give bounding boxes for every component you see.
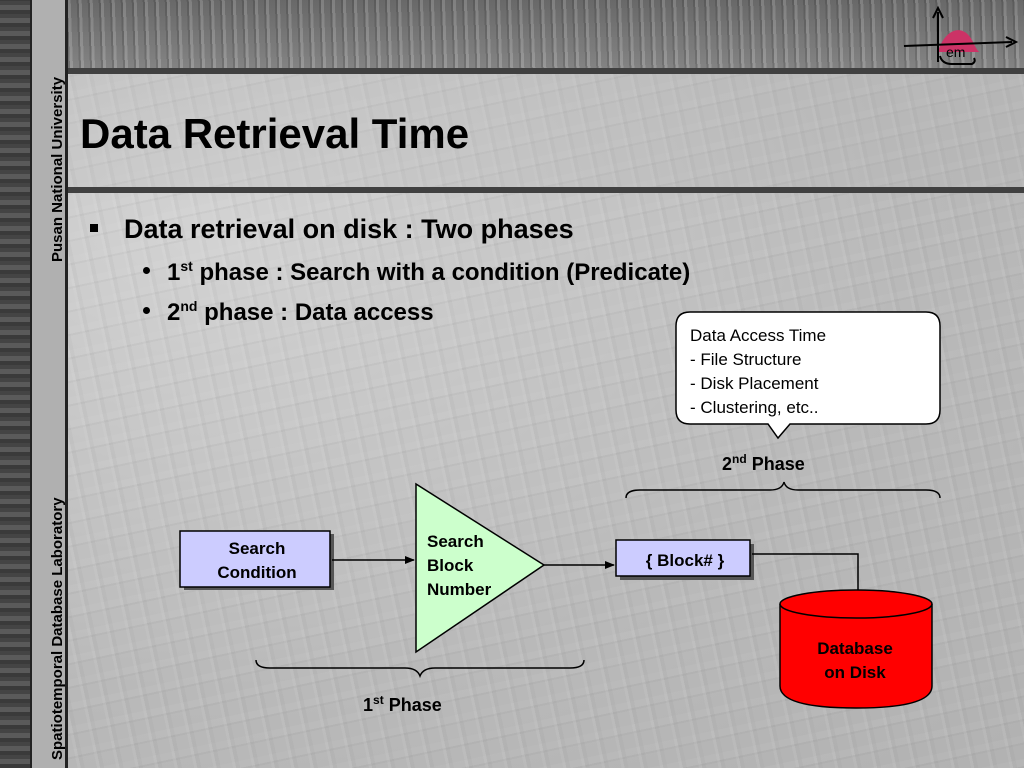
phase1-label: 1st Phase (363, 693, 442, 716)
page-title: Data Retrieval Time (80, 110, 470, 157)
logo-text: em (946, 44, 966, 60)
phase1-ordinal: 1 (363, 695, 374, 715)
logo-underline (939, 55, 976, 65)
arrow-block-to-database (752, 553, 862, 605)
phase2-text: Phase (746, 454, 805, 474)
title-band (68, 74, 1024, 187)
phase2-brace (625, 481, 941, 499)
search-block-line2: Block (427, 556, 474, 575)
dot-bullet-icon (143, 267, 150, 275)
callout-line: - File Structure (690, 350, 802, 369)
logo-arrow-up (932, 5, 944, 19)
bullet-main-text: Data retrieval on disk : Two phases (124, 214, 574, 244)
bullet-phase2-suffix: nd (180, 298, 198, 314)
database-top (779, 589, 933, 619)
search-block-line1: Search (427, 532, 484, 551)
phase1-text: Phase (383, 695, 442, 715)
logo-arrow-right (1005, 36, 1019, 48)
dot-bullet-icon (143, 307, 150, 315)
phase1-brace (255, 659, 585, 679)
callout-bubble (675, 311, 941, 440)
block-box (615, 539, 751, 577)
bullet-phase2-ordinal: 2 (167, 299, 181, 326)
bullet-phase2: 2nd phase : Data access (143, 298, 434, 327)
logo-icon (903, 5, 1019, 65)
square-bullet-icon (90, 223, 98, 232)
database-label: Database on Disk (780, 637, 930, 685)
search-block-line3: Number (427, 580, 492, 599)
logo-swoosh (938, 30, 980, 52)
header-photo-strip (68, 0, 1024, 68)
callout-text: Data Access Time - File Structure - Disk… (690, 324, 826, 420)
callout-line: - Clustering, etc.. (690, 398, 819, 417)
side-band (30, 0, 68, 768)
header-divider (68, 68, 1024, 74)
bullet-main: Data retrieval on disk : Two phases (90, 214, 574, 245)
bullet-phase2-text: phase : Data access (197, 299, 434, 326)
phase2-label: 2nd Phase (722, 452, 805, 475)
search-condition-line1: Search (228, 539, 286, 558)
phase1-suffix: st (373, 693, 384, 707)
block-label: { Block# } (645, 551, 725, 570)
phase2-suffix: nd (732, 452, 747, 466)
left-photo-bar (0, 0, 30, 768)
database-line1: Database (817, 639, 893, 658)
database-line2: on Disk (824, 663, 886, 682)
database-cylinder-icon (779, 589, 933, 709)
bullet-phase1-suffix: st (180, 258, 193, 274)
search-condition-line2: Condition (217, 563, 297, 582)
phase2-ordinal: 2 (722, 454, 733, 474)
logo-horizontal-axis (903, 41, 1013, 47)
search-block-label: Search Block Number (427, 530, 491, 602)
search-condition-box (179, 530, 331, 588)
search-condition-label: Search Condition (182, 537, 332, 585)
title-divider (68, 187, 1024, 193)
bullet-phase1-ordinal: 1 (167, 259, 181, 286)
callout-line: Data Access Time (690, 326, 827, 345)
database-body (779, 604, 933, 709)
search-block-triangle (415, 482, 546, 654)
callout-line: - Disk Placement (690, 374, 819, 393)
bullet-phase1-text: phase : Search with a condition (Predica… (192, 259, 691, 286)
bullet-phase1: 1st phase : Search with a condition (Pre… (143, 258, 690, 287)
